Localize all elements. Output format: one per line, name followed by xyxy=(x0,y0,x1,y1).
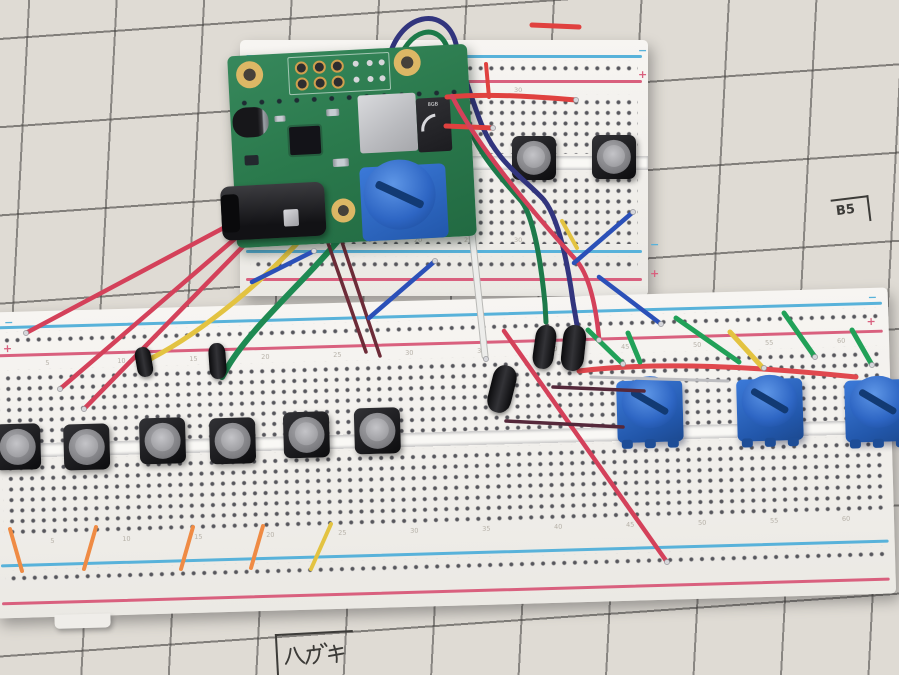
breadboard-column-number: 25 xyxy=(464,236,473,244)
pcb-pin-header xyxy=(287,51,392,96)
breadboard-column-number: 25 xyxy=(338,528,347,537)
microsd-logo-swoosh xyxy=(414,107,460,152)
smd-component-dark xyxy=(244,154,259,166)
breadboard-column-number: 30 xyxy=(514,236,523,244)
breadboard-column-number: 60 xyxy=(836,336,846,345)
tactile-push-button xyxy=(63,423,111,471)
breadboard-column-number: 55 xyxy=(764,338,774,347)
trimmer-potentiometer xyxy=(736,374,804,448)
microphone-icon xyxy=(231,106,270,139)
breadboard-column-number: 50 xyxy=(692,340,702,349)
trimmer-potentiometer xyxy=(616,375,684,449)
sd-card-slot xyxy=(357,92,419,154)
tactile-push-button xyxy=(208,417,257,465)
top-board-rail-blue-lower xyxy=(246,250,642,253)
trim-pot-pin-tab xyxy=(644,439,656,449)
pcb-mounting-hole-tr xyxy=(393,48,422,77)
breadboard-column-number: 30 xyxy=(405,348,414,357)
breadboard-column-number: 10 xyxy=(122,534,131,543)
breadboard-column-number: 60 xyxy=(841,514,851,523)
tactile-push-button xyxy=(592,135,636,179)
top-board-rail-red-lower xyxy=(246,278,642,281)
breadboard-column-number: 20 xyxy=(261,352,270,362)
trim-pot-pin-tab xyxy=(849,439,862,449)
tactile-push-button xyxy=(282,411,331,459)
breadboard-column-number: 40 xyxy=(553,522,563,531)
breadboard-column-number: 45 xyxy=(620,342,630,351)
breadboard-column-number: 50 xyxy=(697,518,707,527)
trim-pot-pin-tab xyxy=(872,438,885,448)
bottom-board-plus-right: + xyxy=(866,314,876,329)
breadboard-bottom: − + − + 5 10 15 20 25 30 35 40 45 50 55 60 5 10 15 20 2… xyxy=(0,287,899,629)
trimmer-potentiometer xyxy=(844,375,899,449)
mat-b5-corner-mark xyxy=(830,195,872,226)
breadboard-column-number: 5 xyxy=(45,358,50,368)
smd-component xyxy=(326,108,340,117)
microsd-card: 8GB xyxy=(414,96,460,153)
breadboard-column-number: 35 xyxy=(482,524,491,533)
breadboard-column-number: 15 xyxy=(189,354,198,364)
top-board-minus-mark-lower: − xyxy=(650,238,660,251)
breadboard-column-number: 10 xyxy=(117,356,126,366)
breadboard-column-number: 15 xyxy=(194,532,203,541)
trim-pot-pin-tab xyxy=(667,438,679,448)
pcb-mounting-hole-tl xyxy=(235,60,264,89)
ic-chip xyxy=(288,125,322,156)
top-board-minus-mark: − xyxy=(638,44,648,57)
trim-pot-slot xyxy=(629,388,670,416)
trim-pot-pin-tab xyxy=(787,437,799,447)
pcb-mounting-hole-bottom xyxy=(330,197,356,224)
bottom-board-plus-left: + xyxy=(2,341,13,356)
trim-pot-slot xyxy=(749,387,790,415)
trim-pot-slot xyxy=(857,388,898,416)
bottom-board-minus-left: − xyxy=(4,315,14,330)
trim-pot-pin-tab xyxy=(621,439,633,449)
audio-module-pcb: 8GB xyxy=(219,43,477,249)
mat-b5-label: B5 xyxy=(830,195,872,226)
breadboard-column-number: 40 xyxy=(549,344,558,353)
audio-jack xyxy=(219,181,327,241)
audio-jack-barrel xyxy=(220,194,241,233)
smd-component xyxy=(274,115,286,123)
pcb-trimmer-pot-slot xyxy=(374,179,425,210)
breadboard-column-number: 30 xyxy=(514,86,523,94)
trim-pot-pin-tab xyxy=(764,437,776,447)
top-board-rail-holes-lower xyxy=(250,256,638,269)
top-board-plus-mark-lower: + xyxy=(650,267,660,280)
breadboard-column-number: 55 xyxy=(769,516,779,525)
smd-component xyxy=(332,158,350,168)
trim-pot-pin-tab xyxy=(741,438,753,448)
hagaki-glyphs xyxy=(284,642,345,665)
bottom-board-minus-right: − xyxy=(867,290,878,305)
top-board-plus-mark: + xyxy=(638,68,648,81)
breadboard-column-number: 20 xyxy=(266,530,275,539)
breadboard-column-number: 30 xyxy=(410,526,419,535)
breadboard-column-number: 35 xyxy=(477,346,486,355)
breadboard-column-number: 5 xyxy=(50,536,55,545)
breadboard-column-number: 25 xyxy=(333,350,342,359)
tactile-push-button xyxy=(138,417,187,465)
tactile-push-button xyxy=(512,136,556,180)
tactile-push-button xyxy=(0,423,42,471)
microsd-label: 8GB xyxy=(427,101,439,108)
bottom-board-side-tab xyxy=(54,613,111,629)
mat-hagaki-label xyxy=(274,629,356,675)
audio-jack-contact xyxy=(283,208,300,227)
breadboard-column-number: 45 xyxy=(625,520,635,529)
tactile-push-button xyxy=(353,407,401,455)
